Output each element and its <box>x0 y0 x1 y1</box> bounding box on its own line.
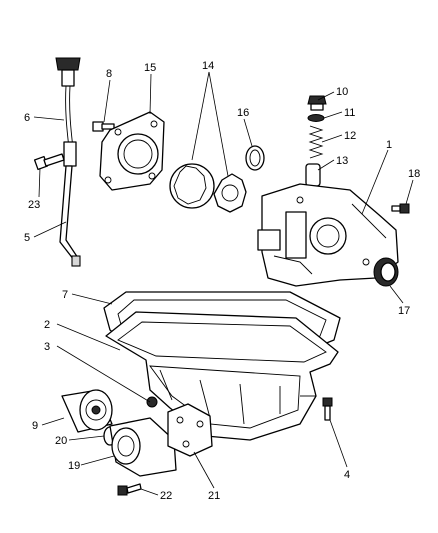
callout-10: 10 <box>336 86 348 98</box>
crankshaft-front-seal <box>373 257 399 287</box>
oil-pan-bolt <box>322 397 333 421</box>
callout-16: 16 <box>237 107 249 119</box>
dipstick-tube-bolt <box>33 153 65 171</box>
oil-pump-outer-rotor <box>169 163 215 209</box>
callout-11: 11 <box>344 107 355 119</box>
leader-lines <box>33 71 414 496</box>
callout-17: 17 <box>398 305 410 317</box>
adapter-bracket-gasket <box>167 403 213 457</box>
dipstick <box>55 57 81 267</box>
callout-15: 15 <box>144 62 156 74</box>
pump-bolt <box>391 203 410 214</box>
relief-valve-cap <box>307 95 327 111</box>
callout-4: 4 <box>344 469 350 481</box>
callout-23: 23 <box>28 199 40 211</box>
oil-pump-inner-rotor <box>213 173 247 213</box>
callout-2: 2 <box>44 319 50 331</box>
callout-21: 21 <box>208 490 220 502</box>
callout-20: 20 <box>55 435 67 447</box>
adapter-bolt <box>117 483 142 496</box>
callout-13: 13 <box>336 155 348 167</box>
relief-valve-spring <box>308 125 324 159</box>
relief-valve-plunger <box>305 163 321 187</box>
callout-1: 1 <box>386 139 392 151</box>
callout-19: 19 <box>68 460 80 472</box>
callout-22: 22 <box>160 490 172 502</box>
drain-plug <box>146 396 158 408</box>
callout-7: 7 <box>62 289 68 301</box>
callout-18: 18 <box>408 168 420 180</box>
callout-3: 3 <box>44 341 50 353</box>
callout-labels: 1 2 3 4 5 6 7 8 9 10 11 12 13 14 15 16 1… <box>24 60 420 502</box>
oil-pan <box>105 311 339 441</box>
callout-8: 8 <box>106 68 112 80</box>
cover-bolt <box>92 121 115 132</box>
relief-valve-washer <box>307 114 325 122</box>
oil-pump-cover <box>99 111 165 191</box>
callout-6: 6 <box>24 112 30 124</box>
callout-9: 9 <box>32 420 38 432</box>
callout-14: 14 <box>202 60 214 72</box>
o-ring <box>245 145 265 171</box>
oil-filter <box>61 389 113 433</box>
callout-12: 12 <box>344 130 356 142</box>
oil-filter-adapter <box>109 417 177 477</box>
callout-5: 5 <box>24 232 30 244</box>
